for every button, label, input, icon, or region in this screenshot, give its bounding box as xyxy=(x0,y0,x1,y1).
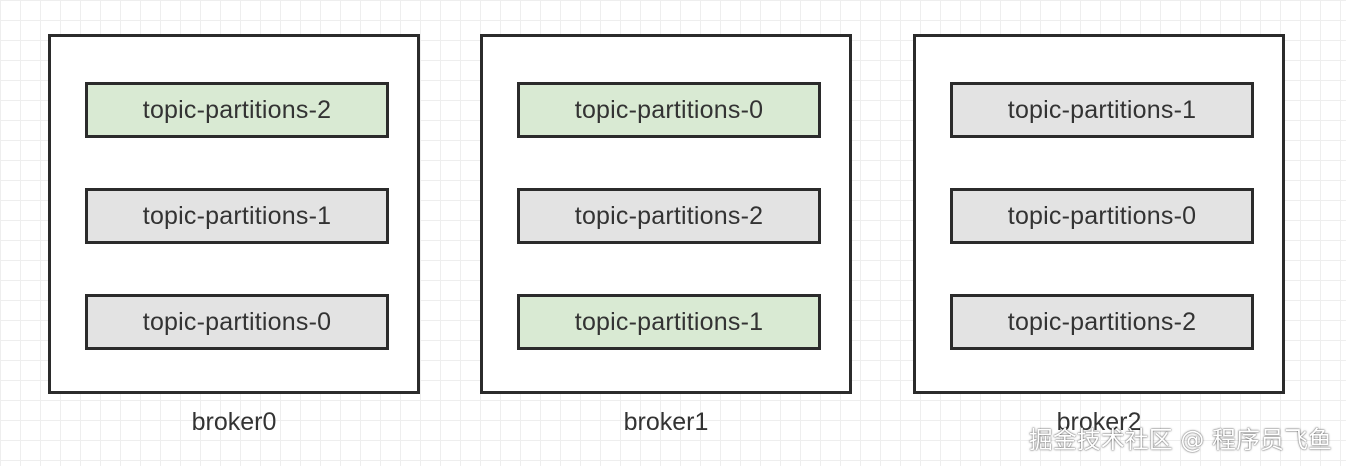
broker-box-2: topic-partitions-1 topic-partitions-0 to… xyxy=(913,34,1285,394)
partition-box: topic-partitions-0 xyxy=(950,188,1254,244)
partition-box: topic-partitions-2 xyxy=(517,188,821,244)
partition-box: topic-partitions-1 xyxy=(85,188,389,244)
broker-label-2: broker2 xyxy=(1056,408,1142,436)
broker-box-1: topic-partitions-0 topic-partitions-2 to… xyxy=(480,34,852,394)
partition-box: topic-partitions-0 xyxy=(85,294,389,350)
broker-label-1: broker1 xyxy=(623,408,709,436)
watermark-text: 掘金技术社区 @ 程序员飞鱼 xyxy=(1028,426,1332,454)
partition-box: topic-partitions-2 xyxy=(85,82,389,138)
broker-label-0: broker0 xyxy=(191,408,277,436)
partition-box: topic-partitions-1 xyxy=(517,294,821,350)
partition-box: topic-partitions-0 xyxy=(517,82,821,138)
broker-box-0: topic-partitions-2 topic-partitions-1 to… xyxy=(48,34,420,394)
partition-box: topic-partitions-1 xyxy=(950,82,1254,138)
partition-box: topic-partitions-2 xyxy=(950,294,1254,350)
